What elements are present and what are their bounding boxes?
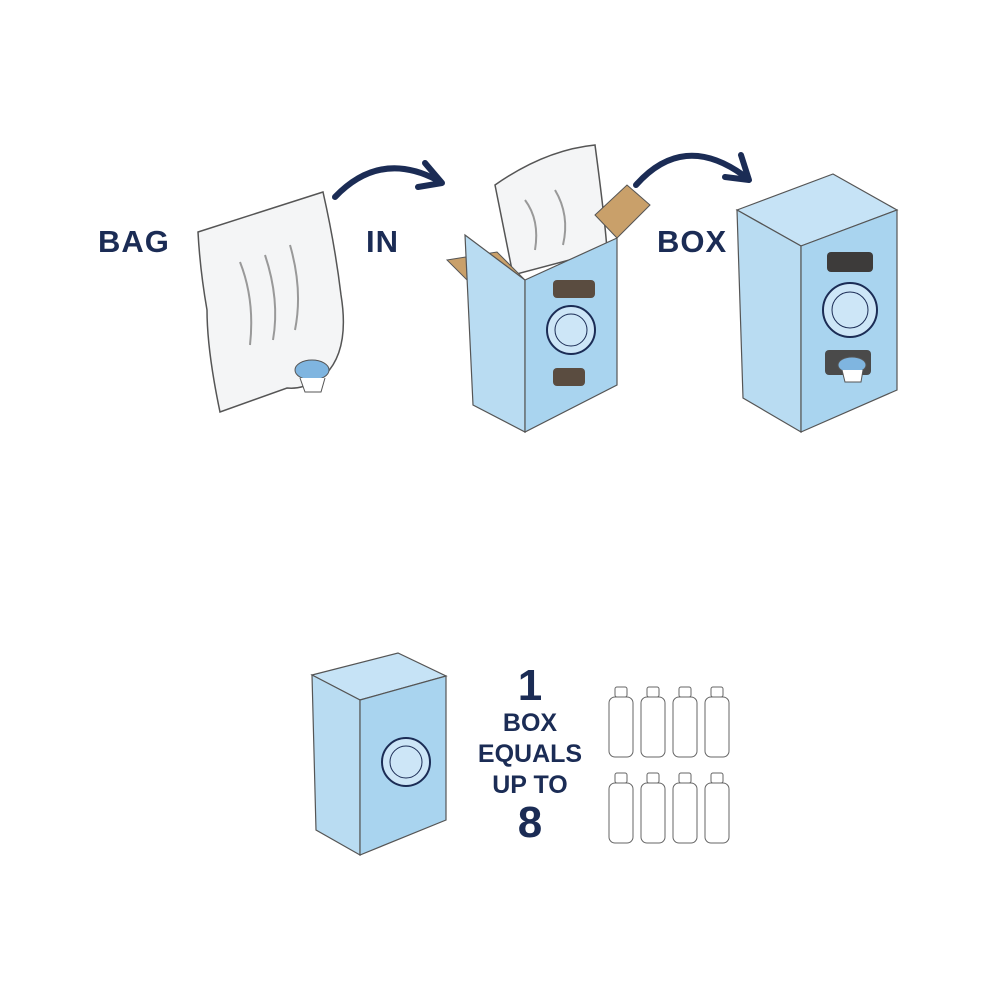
bottle-icon (672, 772, 698, 844)
small-box-illustration (310, 652, 448, 857)
bottle-icon (704, 686, 730, 758)
step-label-bag: BAG (98, 224, 170, 259)
equivalence-line-box: BOX (502, 709, 558, 737)
step-label-in: IN (366, 224, 399, 259)
arrow-icon (332, 160, 445, 200)
closed-box-illustration (735, 173, 899, 434)
arrow-icon (633, 152, 752, 188)
bottle-icon (640, 686, 666, 758)
equivalence-line-upto: UP TO (492, 771, 568, 799)
bottles-illustration (608, 686, 730, 844)
bottle-icon (672, 686, 698, 758)
bag-illustration (197, 191, 345, 413)
equivalence-line-equals: EQUALS (477, 740, 583, 768)
open-box-illustration (445, 144, 651, 433)
bottle-icon (640, 772, 666, 844)
bottle-icon (608, 772, 634, 844)
bottle-icon (704, 772, 730, 844)
bottle-icon (608, 686, 634, 758)
equivalence-text: 1 BOX EQUALS UP TO 8 (470, 664, 590, 845)
step-label-box: BOX (657, 224, 728, 259)
box-count: 1 (517, 661, 543, 710)
bottle-count: 8 (517, 798, 543, 847)
